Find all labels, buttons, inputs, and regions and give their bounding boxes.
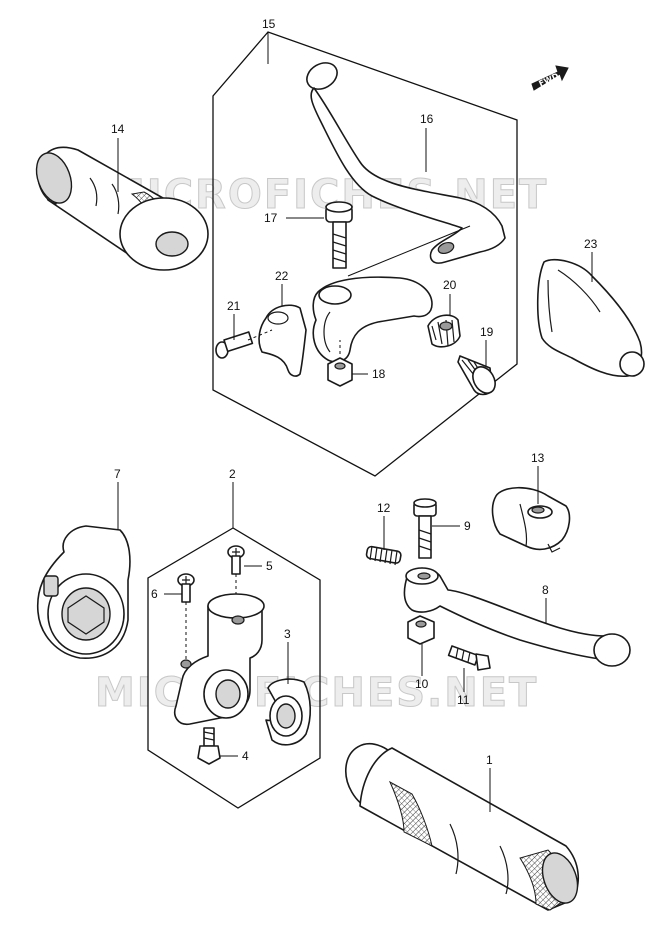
callout-22: 22 [275,269,289,283]
screw-21 [215,329,273,359]
watermark-bottom: MICROFICHES.NET [95,670,538,716]
nut-10 [407,615,435,645]
callout-13: 13 [531,451,545,465]
bolt-4 [197,727,221,765]
bolt-9 [413,498,437,559]
locknut-20 [427,314,461,348]
spring-12 [365,545,402,566]
callout-9: 9 [464,519,471,533]
callout-labels: 15 16 17 14 23 22 20 21 19 18 7 13 2 12 … [111,17,598,767]
callout-3: 3 [284,627,291,641]
fwd-arrow-icon: FWD [531,65,569,91]
callout-11: 11 [457,693,470,707]
clutch-lever [306,62,506,264]
grip-14 [35,146,209,271]
clamp-ring-3 [265,678,312,746]
callout-8: 8 [542,583,549,597]
callout-2: 2 [229,467,236,481]
callout-10: 10 [415,677,429,691]
callout-6: 6 [151,587,158,601]
grip-1 [345,743,579,911]
callout-18: 18 [372,367,386,381]
callout-21: 21 [227,299,241,313]
clamp-22 [258,304,307,377]
leader-lines [117,32,593,812]
callout-12: 12 [377,501,391,515]
housing-7 [36,525,131,659]
callout-15: 15 [262,17,276,31]
cover-13 [491,486,571,553]
callout-16: 16 [420,112,434,126]
callout-14: 14 [111,122,125,136]
callout-20: 20 [443,278,457,292]
callout-1: 1 [486,753,493,767]
group-box-2 [147,527,321,809]
nut-18 [327,340,353,387]
screw-11 [447,645,491,671]
callout-5: 5 [266,559,273,573]
callout-4: 4 [242,749,249,763]
bolt-17 [325,201,353,269]
lever-holder [312,225,471,363]
callout-23: 23 [584,237,598,251]
screw-5 [227,545,245,598]
callout-19: 19 [480,325,494,339]
adjuster-19 [457,355,496,396]
callout-17: 17 [264,211,278,225]
callout-7: 7 [114,467,121,481]
screw-6 [177,573,195,660]
brake-lever-8 [403,567,631,667]
fwd-label: FWD [537,71,560,88]
group-box-15 [212,31,518,477]
cover-23 [536,258,645,378]
switch-body [174,593,265,726]
